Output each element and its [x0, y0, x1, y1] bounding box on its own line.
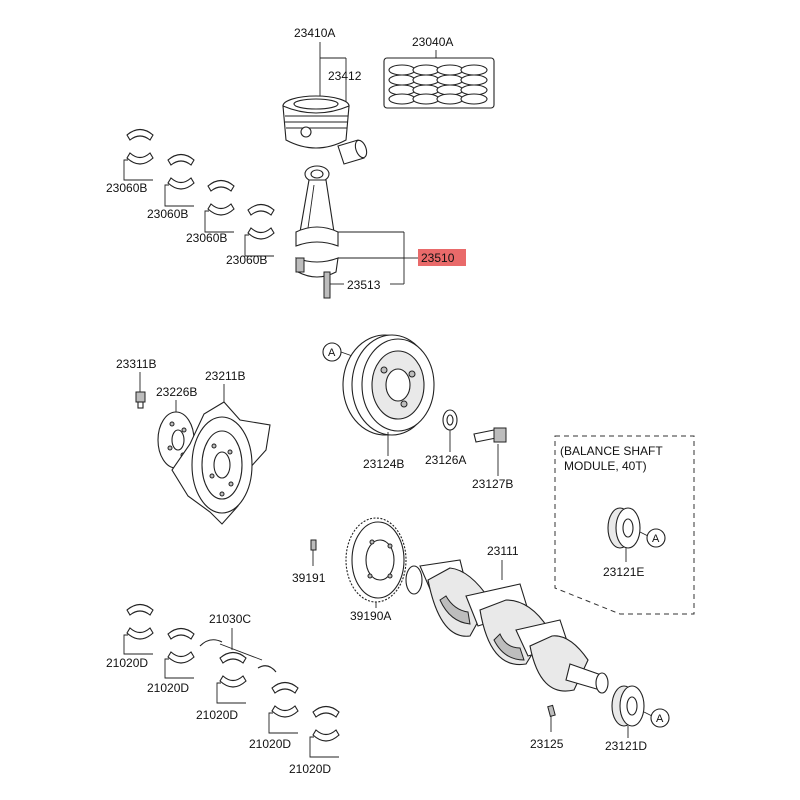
connecting-rod-assembly[interactable]: 23510 23513	[295, 165, 466, 299]
main-bearing-5[interactable]: 21020D	[289, 705, 340, 777]
label-damper-pulley: 23124B	[363, 457, 404, 471]
label-key: 23125	[530, 737, 564, 751]
label-conrod-bearing-4: 23060B	[226, 253, 267, 267]
conrod-bearing-4[interactable]: 23060B	[226, 203, 275, 268]
label-ring-set: 23040A	[412, 35, 453, 49]
label-flywheel-bolt: 23311B	[116, 357, 156, 371]
flywheel-bolt[interactable]: 23311B	[116, 357, 156, 409]
conrod-bearing-2[interactable]: 23060B	[147, 153, 195, 222]
label-balance-sprocket: 23121E	[603, 565, 644, 579]
callout-a-pulley: A	[322, 342, 359, 362]
pulley-bolt[interactable]: 23127B	[472, 427, 513, 491]
balance-shaft-module-group: (BALANCE SHAFT MODULE, 40T)	[554, 435, 695, 615]
label-washer: 23126A	[425, 453, 466, 467]
label-crankshaft: 23111	[487, 544, 519, 558]
callout-a-sprocket: A	[643, 708, 670, 728]
label-conrod-bearing-3: 23060B	[186, 231, 227, 245]
label-piston-pin: 23412	[328, 69, 362, 83]
main-bearing-2[interactable]: 21020D	[147, 627, 195, 696]
balance-note-line1: (BALANCE SHAFT	[560, 444, 663, 458]
svg-text:A: A	[656, 713, 664, 725]
label-main-bearing-5: 21020D	[289, 762, 331, 776]
label-main-bearing-4: 21020D	[249, 737, 291, 751]
highlight-box	[418, 249, 466, 266]
label-piston-assy: 23410A	[294, 26, 335, 40]
ring-gear-pin[interactable]: 39191	[292, 539, 326, 585]
label-conrod-bolt: 23513	[347, 278, 381, 292]
label-ring-gear: 39190A	[350, 609, 391, 623]
pulley-washer[interactable]: 23126A	[425, 409, 466, 467]
damper-pulley[interactable]: 23124B	[342, 334, 435, 471]
conrod-bearing-3[interactable]: 23060B	[186, 179, 235, 246]
label-ring-gear-pin: 39191	[292, 571, 326, 585]
piston-assembly[interactable]: 23410A 23412	[282, 26, 369, 165]
main-bearing-3[interactable]: 21020D	[196, 651, 247, 723]
balance-note-line2: MODULE, 40T)	[564, 459, 647, 473]
main-bearing-4[interactable]: 21020D	[249, 681, 299, 752]
label-main-bearing-3: 21020D	[196, 708, 238, 722]
label-drive-plate: 23211B	[205, 369, 245, 383]
label-conrod-bearing-2: 23060B	[147, 207, 188, 221]
ring-gear[interactable]: 39190A	[345, 517, 407, 623]
thrust-bearing[interactable]: 21030C	[199, 612, 277, 673]
piston-ring-set[interactable]: 23040A	[383, 35, 495, 109]
ring-stacks	[388, 64, 416, 105]
drive-plate[interactable]: 23211B	[171, 369, 271, 525]
conrod-bearing-1[interactable]: 23060B	[106, 128, 154, 196]
crankshaft-key[interactable]: 23125	[530, 704, 564, 751]
svg-text:A: A	[328, 347, 336, 359]
balance-shaft-sprocket[interactable]: 23121E	[603, 507, 644, 579]
label-main-bearing-2: 21020D	[147, 681, 189, 695]
label-main-bearing-1: 21020D	[106, 656, 148, 670]
label-crank-sprocket: 23121D	[605, 739, 647, 753]
label-flywheel-plate: 23226B	[156, 385, 197, 399]
svg-text:A: A	[652, 533, 660, 545]
crankshaft[interactable]: 23111	[405, 544, 609, 694]
label-thrust-bearing: 21030C	[209, 612, 251, 626]
crankshaft-sprocket[interactable]: 23121D	[605, 685, 647, 753]
label-conrod-bearing-1: 23060B	[106, 181, 147, 195]
main-bearing-1[interactable]: 21020D	[106, 603, 154, 671]
label-conrod-assy: 23510	[421, 251, 455, 265]
label-pulley-bolt: 23127B	[472, 477, 513, 491]
callout-a-balance: A	[639, 528, 666, 548]
